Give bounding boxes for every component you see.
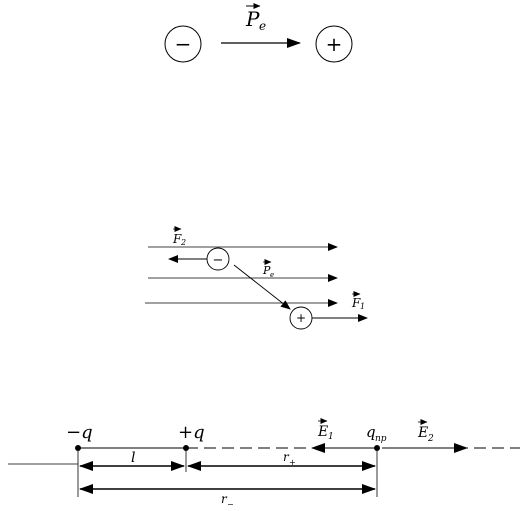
- test-charge-label: q: [366, 423, 376, 441]
- negative-charge-circle: [164, 25, 202, 63]
- axis-panel: −q +q E 1 q пр E 2 l r + r −: [8, 418, 520, 509]
- negative-charge-sign: −: [213, 253, 224, 268]
- dim-l-label: l: [131, 450, 135, 466]
- force-f1-subscript: 1: [360, 302, 365, 311]
- dipole-moment-label: P: [245, 7, 260, 31]
- field-e1-label: E: [317, 424, 328, 440]
- test-charge-subscript: пр: [375, 434, 387, 444]
- dim-r-plus-subscript: +: [289, 458, 296, 467]
- dipole-moment-label: P: [262, 264, 271, 277]
- dim-r-minus-subscript: −: [227, 500, 234, 509]
- positive-charge-sign: +: [326, 32, 343, 56]
- field-e1-subscript: 1: [328, 432, 334, 442]
- positive-charge-sign: +: [296, 311, 306, 325]
- positive-charge-circle: [315, 25, 353, 63]
- dim-r-minus-label: r: [221, 492, 228, 506]
- force-f2-label: F: [172, 232, 182, 246]
- neg-charge-label: −q: [66, 422, 93, 443]
- dipole-moment-subscript: e: [270, 271, 274, 279]
- dipole-panel: − + P e: [164, 3, 353, 63]
- field-e2-label: E: [417, 425, 428, 441]
- dipole-moment-arrow: [233, 264, 291, 310]
- force-f2-subscript: 2: [180, 238, 186, 247]
- pos-charge-label: +q: [178, 422, 205, 443]
- field-e2-subscript: 2: [427, 434, 434, 444]
- field-panel: − + F 2 P e F 1: [145, 226, 368, 330]
- force-f1-label: F: [351, 296, 361, 310]
- negative-charge-sign: −: [175, 32, 192, 56]
- dim-r-plus-label: r: [283, 450, 290, 464]
- dipole-moment-subscript: e: [259, 19, 266, 33]
